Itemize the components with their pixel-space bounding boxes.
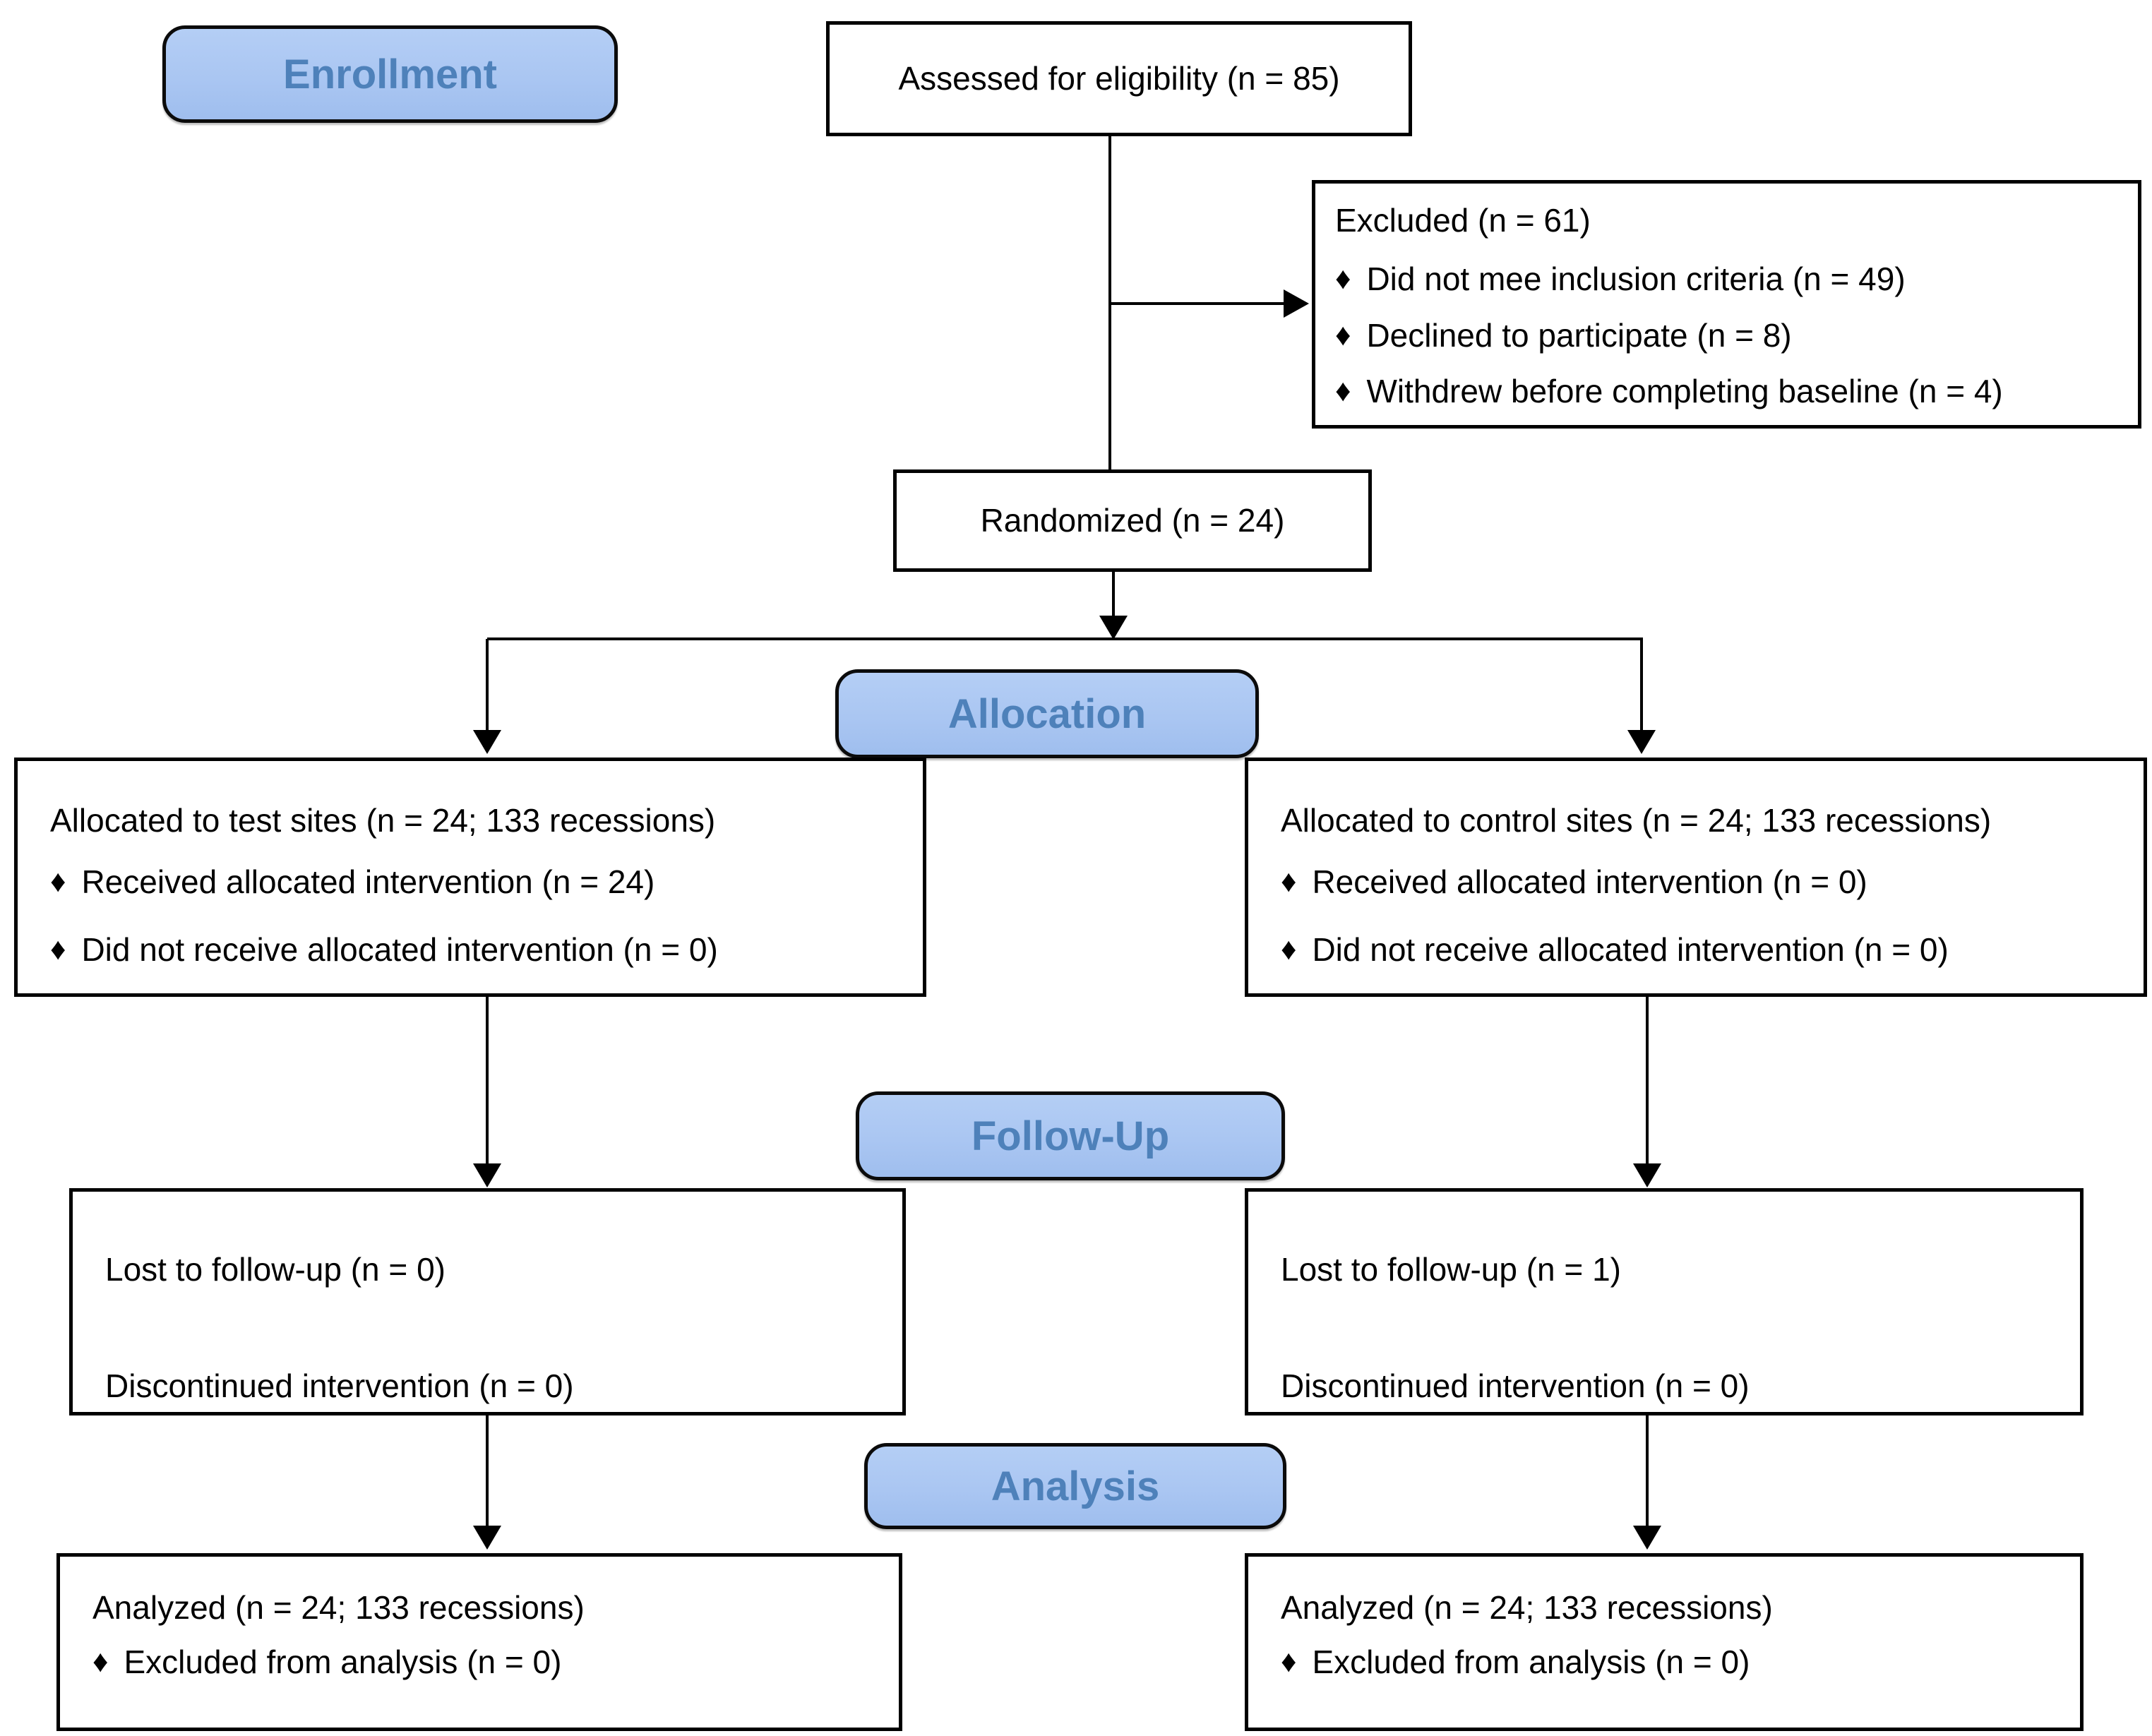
stage-label-allocation: Allocation [948,690,1147,737]
analysis-test-item: ♦ Excluded from analysis (n = 0) [92,1644,878,1681]
connector-allocated-test-to-followup [486,997,489,1165]
allocated-test-item-text: Received allocated intervention (n = 24) [81,863,655,901]
arrowhead-into-allocated-control-icon [1627,730,1656,754]
diamond-bullet-icon: ♦ [50,931,66,966]
connector-followup-test-to-analysis [486,1415,489,1527]
stage-label-analysis: Analysis [991,1463,1160,1509]
diamond-bullet-icon: ♦ [1335,261,1351,297]
allocated-test-item-text: Did not receive allocated intervention (… [81,930,718,968]
excluded-item-text: Withdrew before completing baseline (n =… [1366,373,2003,410]
allocated-control-item-text: Received allocated intervention (n = 0) [1312,863,1867,901]
connector-split-to-allocated-test [486,639,489,732]
stage-label-enrollment: Enrollment [283,51,497,97]
diamond-bullet-icon: ♦ [92,1644,109,1680]
excluded-title: Excluded (n = 61) [1335,202,1591,239]
diamond-bullet-icon: ♦ [1335,317,1351,352]
stage-pill-enrollment: Enrollment [162,25,618,123]
allocated-control-item: ♦ Received allocated intervention (n = 0… [1281,863,2122,901]
box-followup-test: Lost to follow-up (n = 0) Discontinued i… [69,1188,906,1415]
box-analysis-test: Analyzed (n = 24; 133 recessions) ♦ Excl… [56,1553,902,1731]
connector-split-to-allocated-control [1640,639,1643,732]
diamond-bullet-icon: ♦ [50,864,66,899]
box-followup-control: Lost to follow-up (n = 1) Discontinued i… [1245,1188,2084,1415]
box-excluded: Excluded (n = 61) ♦ Did not mee inclusio… [1312,180,2141,429]
analysis-control-item: ♦ Excluded from analysis (n = 0) [1281,1644,2059,1681]
diamond-bullet-icon: ♦ [1335,373,1351,409]
connector-allocated-control-to-followup [1646,997,1649,1165]
followup-test-line: Lost to follow-up (n = 0) [105,1251,446,1288]
analysis-control-item-text: Excluded from analysis (n = 0) [1312,1644,1750,1681]
followup-test-line: Discontinued intervention (n = 0) [105,1367,574,1405]
box-assessed-for-eligibility: Assessed for eligibility (n = 85) [826,21,1412,136]
box-randomized: Randomized (n = 24) [893,469,1372,572]
stage-pill-follow-up: Follow-Up [856,1091,1285,1180]
arrowhead-into-followup-test-icon [473,1163,501,1187]
analysis-test-title: Analyzed (n = 24; 133 recessions) [92,1589,585,1626]
allocated-test-title: Allocated to test sites (n = 24; 133 rec… [50,802,716,839]
diamond-bullet-icon: ♦ [1281,931,1297,966]
stage-pill-analysis: Analysis [864,1443,1286,1529]
analysis-test-item-text: Excluded from analysis (n = 0) [124,1644,562,1681]
diamond-bullet-icon: ♦ [1281,864,1297,899]
arrowhead-into-followup-control-icon [1633,1163,1661,1187]
arrowhead-into-split-icon [1099,616,1128,640]
connector-followup-control-to-analysis [1646,1415,1649,1527]
assessed-text: Assessed for eligibility (n = 85) [898,59,1340,97]
arrowhead-into-allocated-test-icon [473,730,501,754]
arrowhead-into-excluded-icon [1284,289,1309,318]
excluded-item-text: Did not mee inclusion criteria (n = 49) [1366,261,1906,298]
allocated-test-item: ♦ Received allocated intervention (n = 2… [50,863,902,901]
allocated-control-item: ♦ Did not receive allocated intervention… [1281,931,2122,969]
excluded-item: ♦ Declined to participate (n = 8) [1335,317,2121,354]
excluded-item-text: Declined to participate (n = 8) [1366,316,1792,354]
arrowhead-into-analysis-test-icon [473,1526,501,1550]
followup-control-line: Discontinued intervention (n = 0) [1281,1367,1750,1405]
excluded-item: ♦ Withdrew before completing baseline (n… [1335,373,2121,410]
box-allocated-control: Allocated to control sites (n = 24; 133 … [1245,758,2147,997]
connector-randomized-to-split [1112,570,1115,620]
diamond-bullet-icon: ♦ [1281,1644,1297,1680]
allocated-test-item: ♦ Did not receive allocated intervention… [50,931,902,969]
excluded-item: ♦ Did not mee inclusion criteria (n = 49… [1335,261,2121,298]
stage-pill-allocation: Allocation [835,669,1259,758]
stage-label-follow-up: Follow-Up [971,1113,1170,1159]
connector-branch-to-excluded [1108,302,1285,305]
allocated-control-title: Allocated to control sites (n = 24; 133 … [1281,802,1992,839]
analysis-control-title: Analyzed (n = 24; 133 recessions) [1281,1589,1773,1626]
box-allocated-test: Allocated to test sites (n = 24; 133 rec… [14,758,926,997]
arrowhead-into-analysis-control-icon [1633,1526,1661,1550]
connector-split-horizontal [487,637,1643,640]
allocated-control-item-text: Did not receive allocated intervention (… [1312,930,1949,968]
followup-control-line: Lost to follow-up (n = 1) [1281,1251,1621,1288]
randomized-text: Randomized (n = 24) [980,501,1285,539]
box-analysis-control: Analyzed (n = 24; 133 recessions) ♦ Excl… [1245,1553,2084,1731]
